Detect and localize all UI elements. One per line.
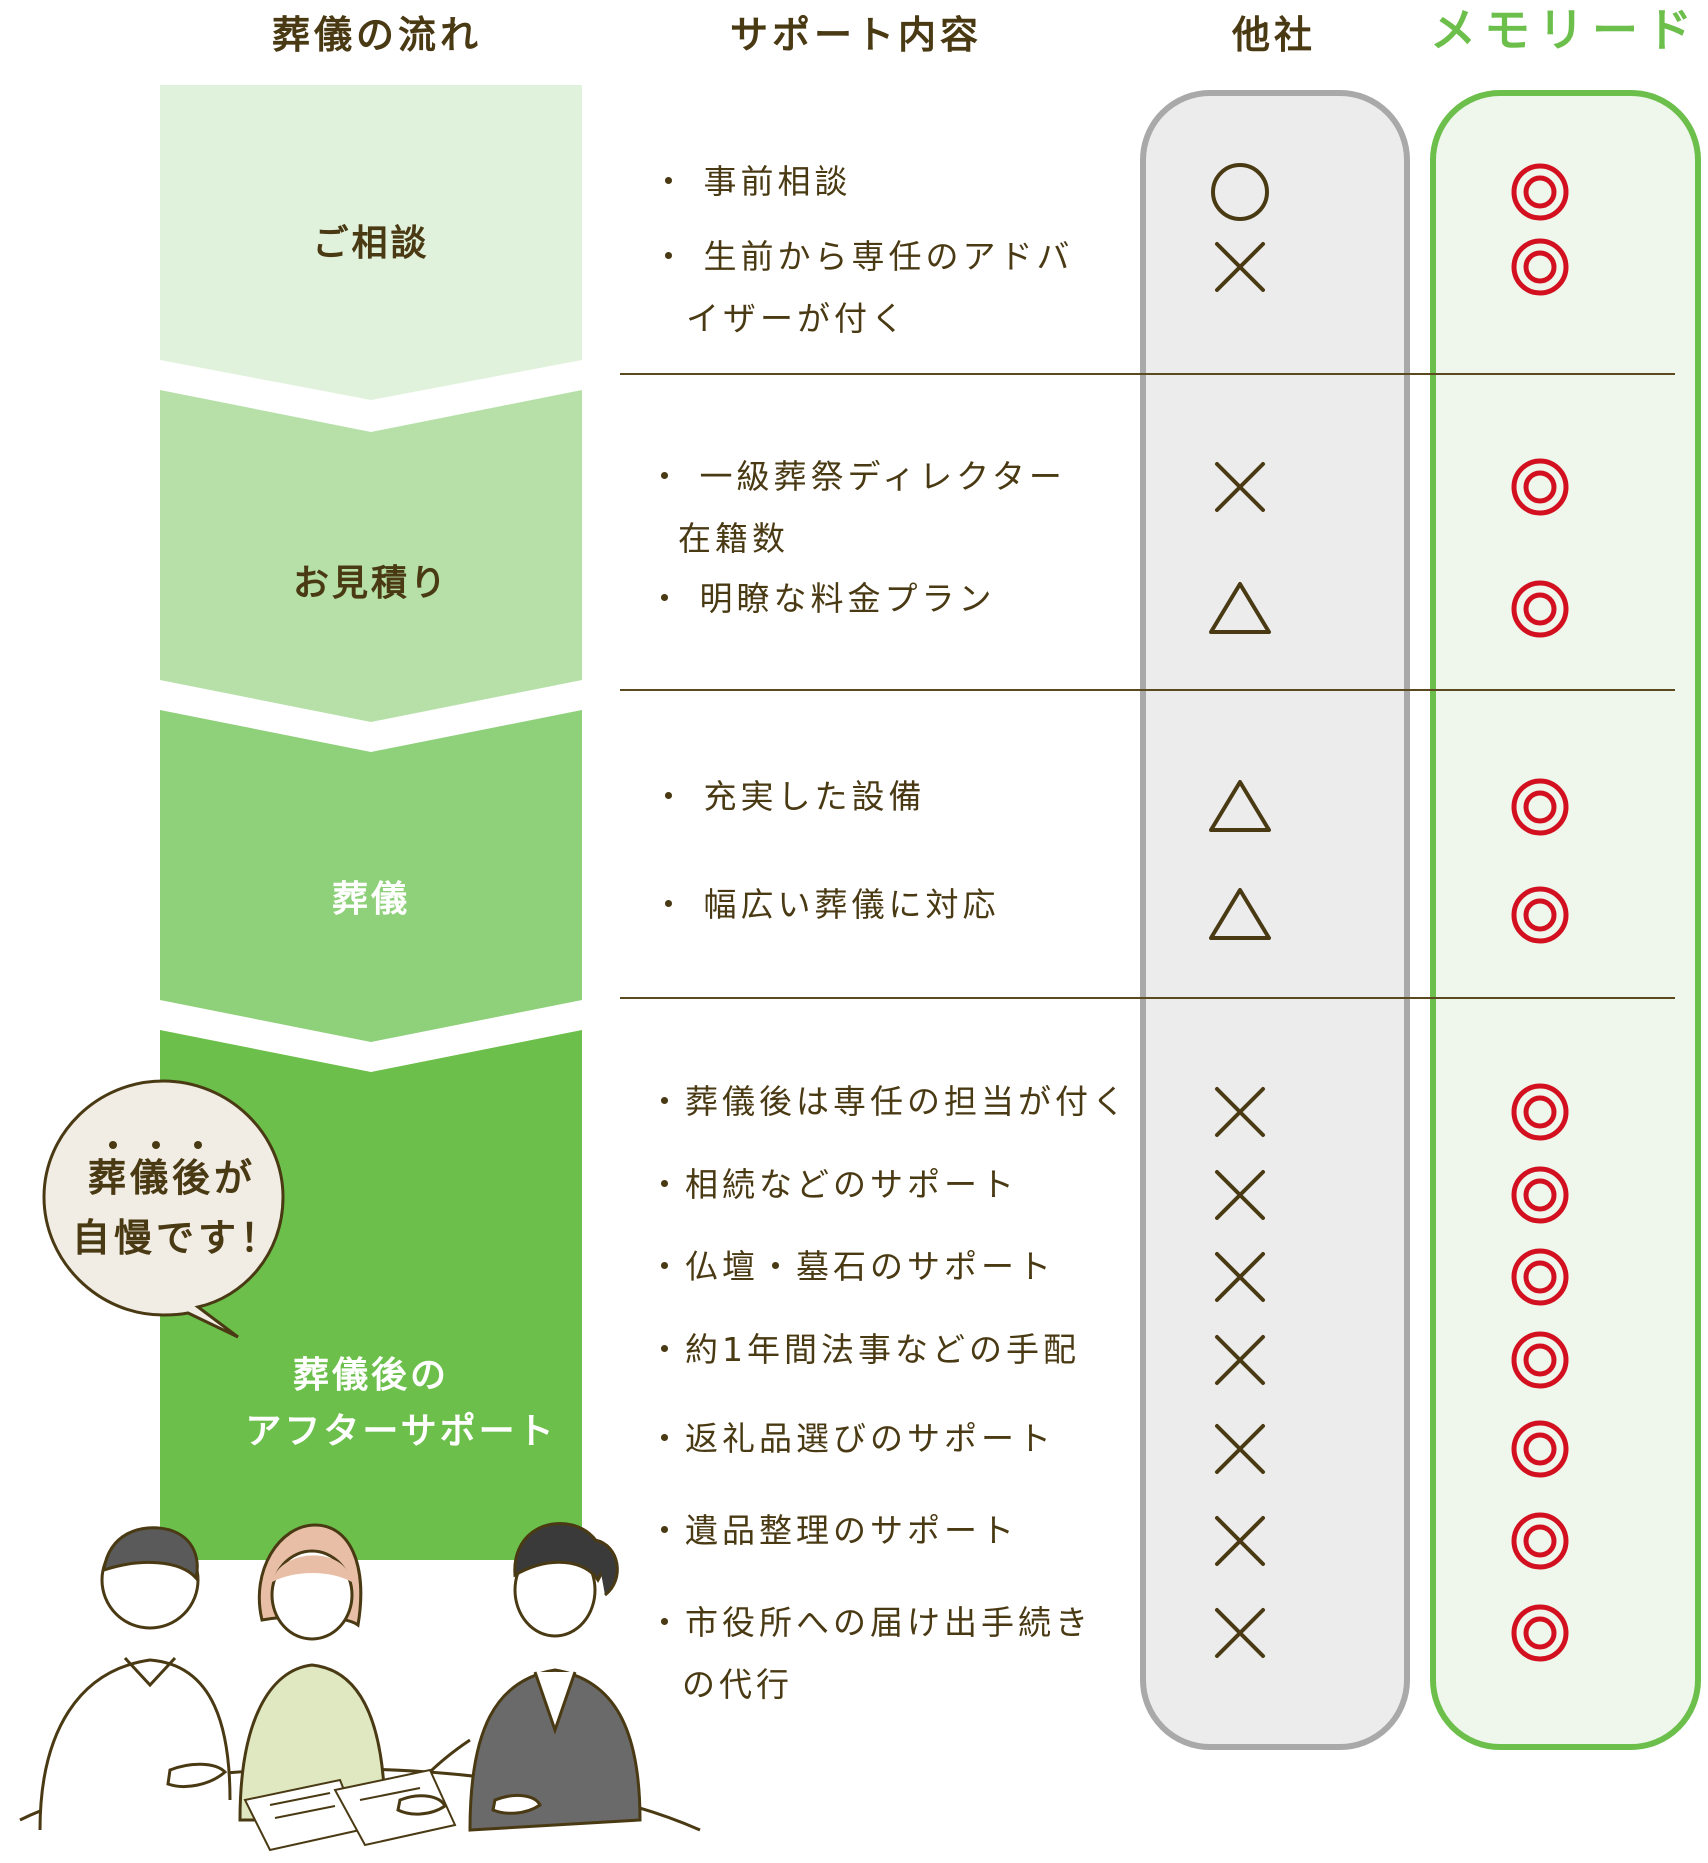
double-circle-mark-icon [1505, 574, 1575, 644]
double-circle-mark-icon [1505, 1077, 1575, 1147]
cross-mark-icon [1205, 1414, 1275, 1484]
memolead-header: メモリード [1430, 3, 1700, 57]
step-estimate-shape [160, 390, 582, 722]
double-circle-mark-icon [1505, 452, 1575, 522]
double-circle-mark-icon [1505, 772, 1575, 842]
section-divider [620, 689, 1675, 691]
cross-mark-icon [1205, 1242, 1275, 1312]
step-funeral-shape [160, 710, 582, 1042]
support-item-text: ・約1年間法事などの手配 [648, 1330, 1080, 1369]
support-item-text: ・ 事前相談 [652, 162, 852, 201]
support-header: サポート内容 [730, 13, 983, 57]
support-item-text: ・相続などのサポート [648, 1165, 1018, 1204]
cross-mark-icon [1205, 1598, 1275, 1668]
double-circle-mark-icon [1505, 880, 1575, 950]
double-circle-mark-icon [1505, 232, 1575, 302]
triangle-mark-icon [1205, 772, 1275, 842]
support-item-text: ・遺品整理のサポート [648, 1511, 1018, 1550]
cross-mark-icon [1205, 1077, 1275, 1147]
triangle-mark-icon [1205, 880, 1275, 950]
section-divider [620, 997, 1675, 999]
support-item-text: ・返礼品選びのサポート [648, 1419, 1055, 1458]
triangle-mark-icon [1205, 574, 1275, 644]
step-funeral-label: 葬儀 [331, 879, 410, 920]
memolead-column [1430, 90, 1701, 1750]
support-item-text: ・ 生前から専任のアドバ [652, 237, 1074, 276]
flow-header: 葬儀の流れ [272, 13, 483, 57]
step-consultation-label: ご相談 [312, 223, 430, 264]
double-circle-mark-icon [1505, 1325, 1575, 1395]
support-item-text: ・ 明瞭な料金プラン [648, 579, 996, 618]
support-item-text: ・ 充実した設備 [652, 777, 926, 816]
support-item-text: 在籍数 [678, 519, 789, 558]
step-aftersupport-label-1: 葬儀後の [292, 1355, 449, 1396]
speech-bubble [42, 1079, 285, 1339]
cross-mark-icon [1205, 1325, 1275, 1395]
other-company-header: 他社 [1232, 13, 1317, 57]
other-company-column [1140, 90, 1410, 1750]
step-consultation-shape [160, 85, 582, 400]
support-item-text: の代行 [682, 1665, 793, 1704]
double-circle-mark-icon [1505, 157, 1575, 227]
double-circle-mark-icon [1505, 1242, 1575, 1312]
support-item-text: ・葬儀後は専任の担当が付く [648, 1082, 1129, 1121]
cross-mark-icon [1205, 452, 1275, 522]
support-item-text: ・仏壇・墓石のサポート [648, 1247, 1055, 1286]
step-aftersupport-label-2: アフターサポート [245, 1411, 557, 1452]
family-consultation-illustration [19, 1522, 701, 1852]
double-circle-mark-icon [1505, 1506, 1575, 1576]
double-circle-mark-icon [1505, 1598, 1575, 1668]
double-circle-mark-icon [1505, 1160, 1575, 1230]
support-item-text: イザーが付く [686, 299, 908, 338]
bubble-line-2: 自慢です！ [72, 1216, 283, 1260]
circle-mark-icon [1205, 157, 1275, 227]
bubble-line-1: 葬儀後が [88, 1156, 257, 1200]
support-item-text: ・ 一級葬祭ディレクター [648, 457, 1066, 496]
cross-mark-icon [1205, 1160, 1275, 1230]
cross-mark-icon [1205, 232, 1275, 302]
cross-mark-icon [1205, 1506, 1275, 1576]
support-item-text: ・市役所への届け出手続き [648, 1603, 1092, 1642]
support-item-text: ・ 幅広い葬儀に対応 [652, 885, 1000, 924]
step-estimate-label: お見積り [292, 563, 449, 604]
section-divider [620, 373, 1675, 375]
double-circle-mark-icon [1505, 1414, 1575, 1484]
